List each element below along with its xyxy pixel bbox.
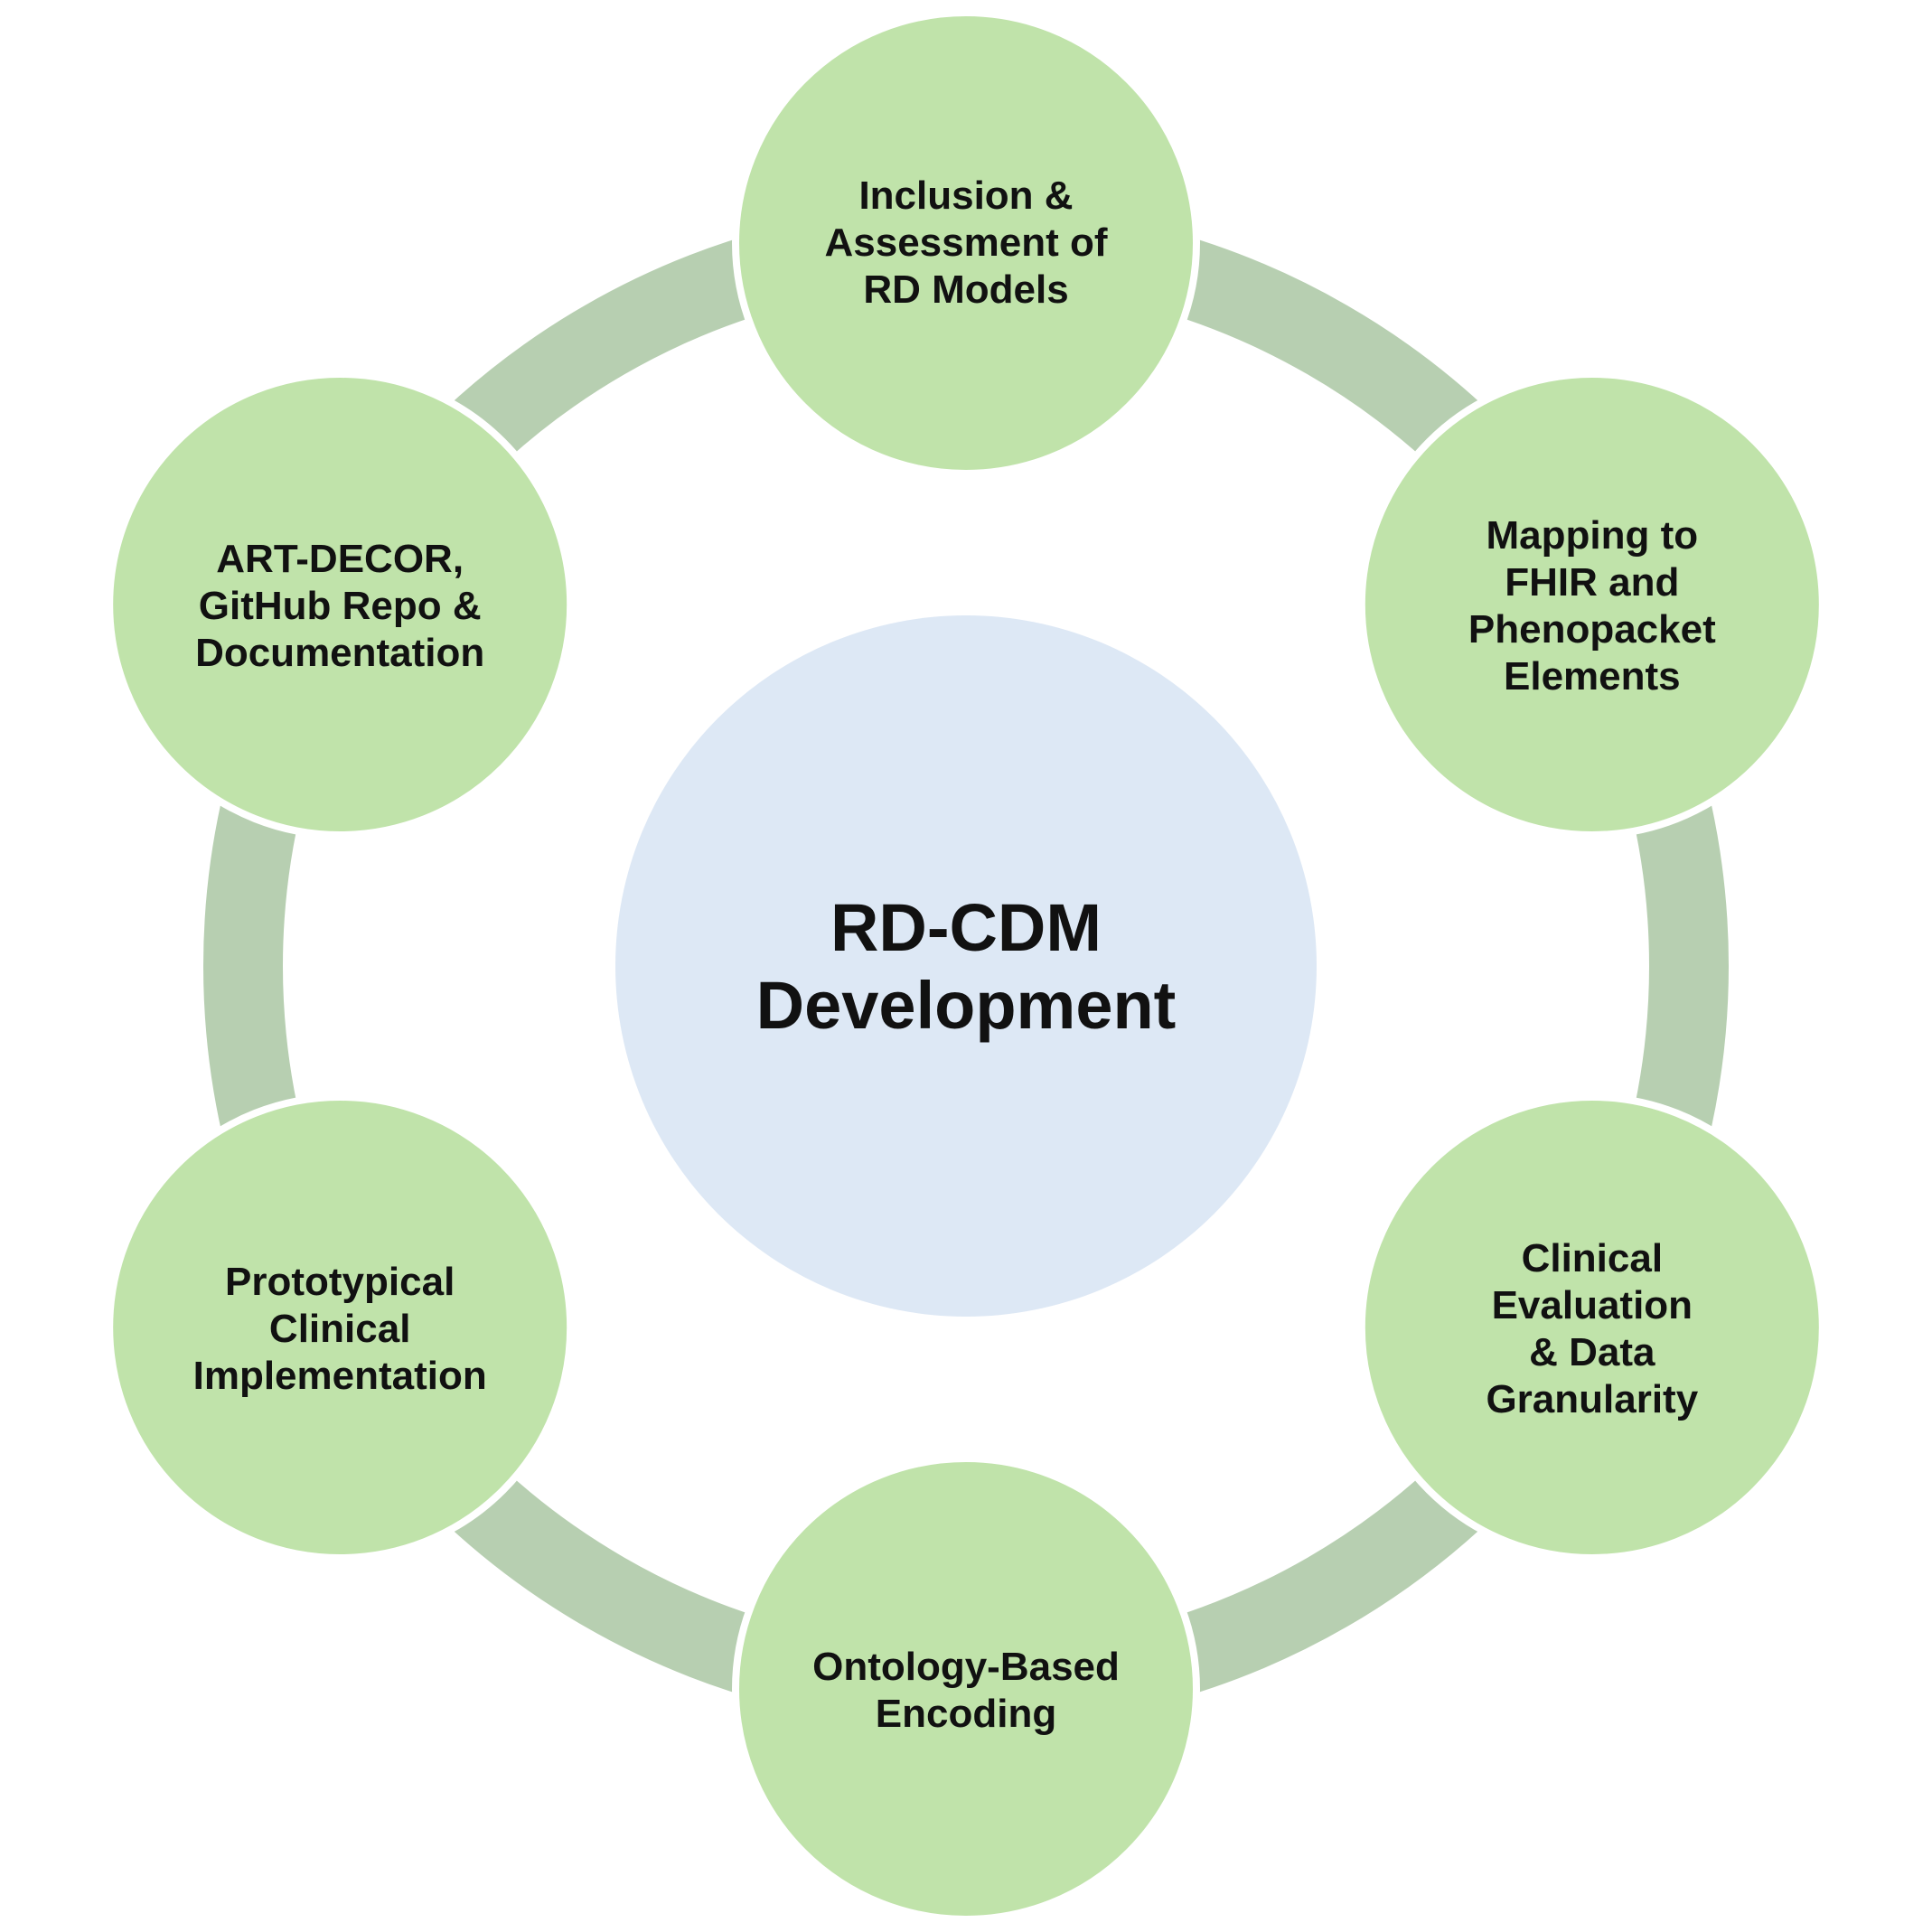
node-label-line: Prototypical [225, 1260, 455, 1304]
node-label-line: Inclusion & [858, 174, 1073, 218]
node-circle [1357, 1093, 1826, 1562]
node-label-line: Ontology-Based [812, 1645, 1120, 1689]
node-label-line: Elements [1504, 654, 1681, 699]
node-label-line: Documentation [195, 631, 484, 675]
node-circle [1357, 370, 1826, 839]
node-circle [106, 370, 575, 839]
node-label-line: Clinical [269, 1307, 411, 1351]
center-circle [615, 615, 1317, 1317]
node-label-line: GitHub Repo & [199, 584, 482, 628]
node-label-line: Mapping to [1487, 513, 1699, 558]
node-label-line: Encoding [876, 1692, 1056, 1736]
node-label-line: ART-DECOR, [216, 537, 464, 581]
node-label-line: Granularity [1486, 1377, 1698, 1421]
center-title-line: RD-CDM [830, 890, 1102, 965]
center-title-line: Development [756, 968, 1177, 1043]
node-circle [732, 9, 1200, 477]
node-label-line: Clinical [1522, 1236, 1664, 1280]
node-label-line: Phenopacket [1468, 607, 1716, 652]
node-label-line: Assessment of [824, 220, 1107, 265]
node-label-line: & Data [1529, 1330, 1655, 1374]
node-circle [732, 1455, 1200, 1923]
node-artdecor: ART-DECOR,GitHub Repo &Documentation [106, 370, 575, 839]
node-circle [106, 1093, 575, 1562]
node-label-line: RD Models [863, 267, 1068, 312]
node-label-line: FHIR and [1505, 560, 1679, 605]
node-label-line: Evaluation [1492, 1283, 1693, 1327]
node-label-line: Implementation [193, 1354, 487, 1398]
